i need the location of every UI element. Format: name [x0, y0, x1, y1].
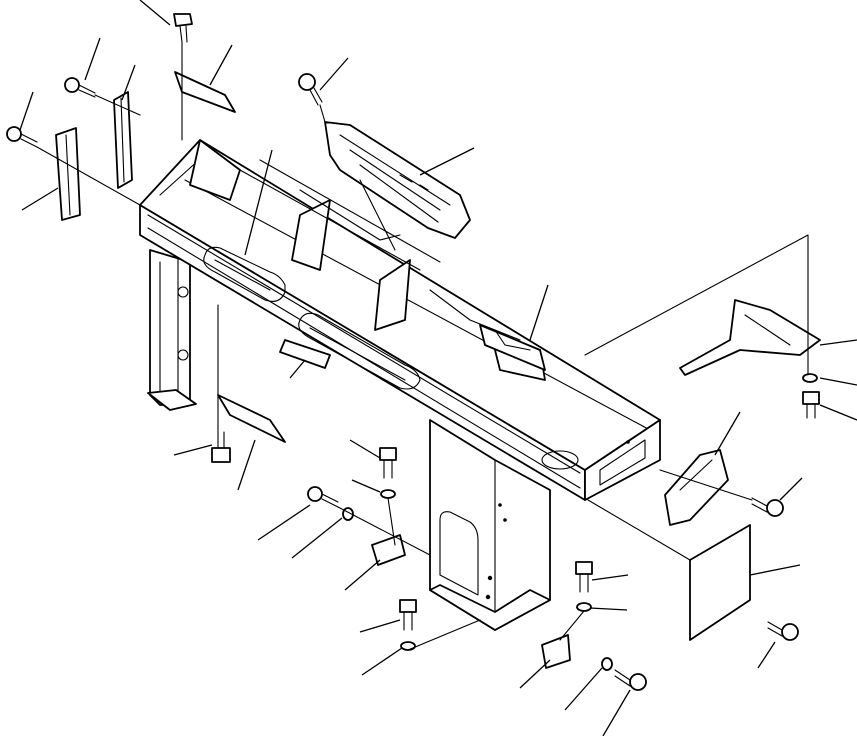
callout-leaders — [19, 0, 857, 736]
main-frame — [139, 139, 661, 631]
washer-right-bracket — [802, 373, 818, 383]
bolt-top-center — [173, 13, 193, 43]
bolt-left-upper — [64, 77, 96, 98]
left-strip-b — [55, 127, 81, 221]
right-mount-bracket — [664, 449, 729, 526]
bolt-horizontal-left — [307, 486, 339, 508]
alignment-lines — [36, 41, 809, 651]
washer-bottom-right — [601, 657, 613, 671]
washer-center-left — [380, 489, 396, 499]
top-cover-bracket — [324, 121, 471, 239]
washer-lower-right — [576, 602, 592, 612]
bolt-center-left — [379, 447, 397, 479]
bolt-right-mount — [751, 497, 784, 517]
bolt-lower-left-plate — [211, 431, 231, 463]
small-clip-left — [371, 534, 406, 566]
washer-lower-center — [400, 641, 416, 651]
bolt-bottom-right — [614, 669, 647, 691]
bolt-right-bracket — [802, 391, 820, 419]
bolt-lower-right — [575, 561, 593, 593]
cover-plate — [689, 524, 751, 641]
bolt-cover-plate — [767, 621, 799, 641]
bolt-top-frame — [298, 73, 323, 106]
right-angle-bracket — [679, 299, 821, 376]
bolt-left-lower — [6, 126, 38, 148]
left-bracket-upper — [174, 71, 236, 113]
bolt-lower-center — [399, 599, 417, 631]
small-clip-right — [541, 634, 571, 669]
lower-left-plate — [217, 394, 286, 443]
left-strip-a — [113, 91, 133, 189]
